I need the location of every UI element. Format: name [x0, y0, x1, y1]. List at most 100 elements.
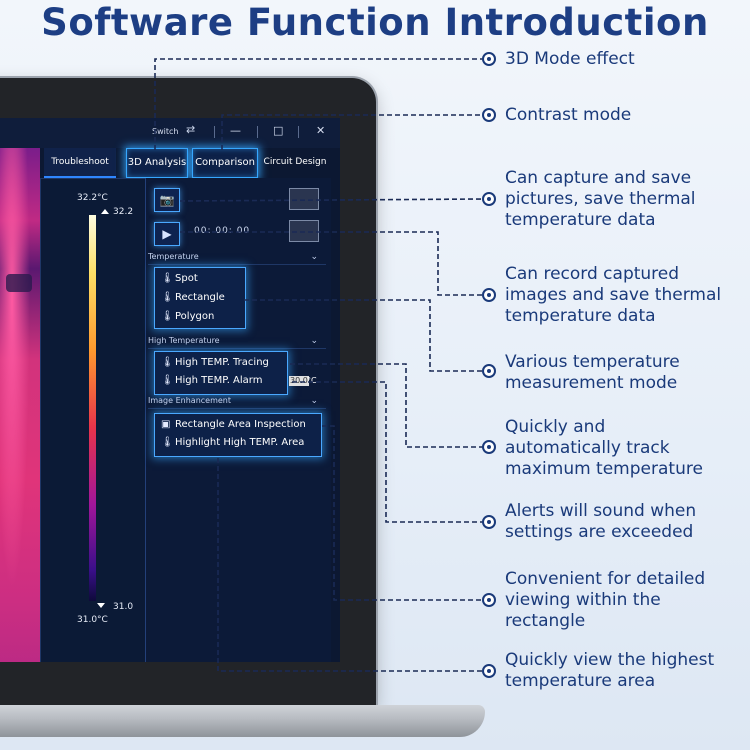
divider: [298, 126, 299, 138]
annotation-alarm: Alerts will sound when settings are exce…: [505, 501, 696, 543]
maximize-button[interactable]: □: [273, 124, 284, 137]
section-temperature-label: Temperature: [148, 252, 199, 261]
tab-circuit-design[interactable]: Circuit Design: [263, 157, 327, 167]
switch-icon[interactable]: ⇄: [186, 123, 196, 136]
option-high-temp-tracing-label: High TEMP. Tracing: [175, 357, 269, 368]
camera-capture-button[interactable]: 📷: [154, 188, 180, 212]
option-spot[interactable]: 🌡Spot: [161, 273, 198, 284]
tab-3d-analysis[interactable]: 3D Analysis: [126, 148, 188, 178]
annotation-rectangle-view: Convenient for detailed viewing within t…: [505, 569, 705, 632]
annotation-line: viewing within the: [505, 590, 661, 610]
annotation-capture: Can capture and save pictures, save ther…: [505, 168, 696, 231]
annotation-line: maximum temperature: [505, 459, 703, 479]
capture-thumbnail[interactable]: [289, 188, 319, 210]
annotation-line: Can capture and save: [505, 168, 692, 188]
annotation-line: Quickly view the highest: [505, 650, 715, 670]
record-thumbnail[interactable]: [289, 220, 319, 242]
colorbar-panel: 32.2°C 32.2 31.0 31.0°C: [40, 178, 146, 662]
annotation-dot: [482, 288, 496, 302]
option-rectangle-area-inspection-label: Rectangle Area Inspection: [175, 419, 306, 430]
thermal-object: [6, 274, 32, 292]
section-high-temperature-label: High Temperature: [148, 336, 220, 345]
section-image-enhancement[interactable]: Image Enhancement ⌄: [148, 394, 326, 409]
alarm-unit: °C: [307, 376, 317, 385]
option-rectangle[interactable]: 🌡Rectangle: [161, 292, 225, 303]
option-polygon-label: Polygon: [175, 311, 215, 322]
annotation-dot: [482, 593, 496, 607]
tab-bar: Troubleshoot 3D Analysis Comparison Circ…: [40, 148, 340, 178]
annotation-highlight: Quickly view the highest temperature are…: [505, 650, 714, 692]
laptop-base: [0, 705, 485, 737]
tab-troubleshoot[interactable]: Troubleshoot: [44, 148, 116, 178]
option-highlight-high-temp-area-label: Highlight High TEMP. Area: [175, 437, 305, 448]
colorbar-max-value: 32.2: [113, 207, 134, 217]
image-enhancement-group: ▣Rectangle Area Inspection 🌡Highlight Hi…: [154, 413, 322, 457]
temperature-mode-group: 🌡Spot 🌡Rectangle 🌡Polygon: [154, 267, 246, 329]
colorbar-min-value: 31.0: [113, 602, 134, 612]
annotation-measurement: Various temperature measurement mode: [505, 352, 680, 394]
annotation-line: measurement mode: [505, 373, 678, 393]
section-temperature[interactable]: Temperature ⌄: [148, 250, 326, 265]
option-highlight-high-temp-area[interactable]: 🌡Highlight High TEMP. Area: [161, 437, 304, 448]
thermometer-icon: 🌡: [161, 375, 174, 386]
close-button[interactable]: ✕: [316, 124, 326, 137]
min-marker-icon: [97, 603, 105, 608]
thermometer-icon: 🌡: [161, 273, 174, 284]
colorbar-min-title: 31.0°C: [77, 615, 108, 625]
annotation-line: Convenient for detailed: [505, 569, 706, 589]
camera-icon: 📷: [159, 193, 175, 207]
switch-label[interactable]: Switch: [152, 127, 179, 136]
divider: [257, 126, 258, 138]
record-timer: 00: 00: 00: [194, 226, 251, 236]
minimize-button[interactable]: —: [230, 124, 241, 137]
section-image-enhancement-label: Image Enhancement: [148, 396, 232, 405]
chevron-down-icon[interactable]: ⌄: [310, 396, 318, 406]
annotation-line: temperature data: [505, 306, 656, 326]
annotation-dot: [482, 664, 496, 678]
video-icon: ▶: [162, 227, 172, 241]
video-record-button[interactable]: ▶: [154, 222, 180, 246]
control-panel: 📷 ▶ 00: 00: 00 Temperature ⌄ 🌡Spot 🌡Rect…: [145, 178, 331, 662]
annotation-contrast: Contrast mode: [505, 105, 631, 126]
option-high-temp-tracing[interactable]: 🌡High TEMP. Tracing: [161, 357, 269, 368]
thermometer-icon: 🌡: [161, 292, 174, 303]
annotation-record: Can record captured images and save ther…: [505, 264, 721, 327]
option-high-temp-alarm-label: High TEMP. Alarm: [175, 375, 263, 386]
annotation-line: Contrast mode: [505, 105, 632, 125]
app-screen: Switch ⇄ — □ ✕ Troubleshoot 3D Analysis …: [0, 118, 340, 662]
annotation-line: settings are exceeded: [505, 522, 694, 542]
chevron-down-icon[interactable]: ⌄: [310, 252, 318, 262]
annotation-line: rectangle: [505, 611, 586, 631]
option-rectangle-area-inspection[interactable]: ▣Rectangle Area Inspection: [161, 419, 306, 430]
annotation-dot: [482, 515, 496, 529]
annotation-line: automatically track: [505, 438, 670, 458]
tab-comparison[interactable]: Comparison: [192, 148, 258, 178]
annotation-line: pictures, save thermal: [505, 189, 696, 209]
annotation-tracking: Quickly and automatically track maximum …: [505, 417, 703, 480]
divider: [214, 126, 215, 138]
option-rectangle-label: Rectangle: [175, 292, 225, 303]
section-high-temperature[interactable]: High Temperature ⌄: [148, 334, 326, 349]
high-temperature-group: 🌡High TEMP. Tracing 🌡High TEMP. Alarm: [154, 351, 288, 395]
annotation-dot: [482, 440, 496, 454]
thermometer-icon: 🌡: [161, 437, 174, 448]
annotation-dot: [482, 52, 496, 66]
option-polygon[interactable]: 🌡Polygon: [161, 311, 214, 322]
annotation-dot: [482, 192, 496, 206]
thermometer-icon: 🌡: [161, 357, 174, 368]
option-spot-label: Spot: [175, 273, 198, 284]
alarm-threshold-input[interactable]: 30.0: [289, 376, 309, 386]
thermometer-icon: 🌡: [161, 311, 174, 322]
annotation-line: Various temperature: [505, 352, 680, 372]
page-title: Software Function Introduction: [41, 1, 709, 44]
option-high-temp-alarm[interactable]: 🌡High TEMP. Alarm: [161, 375, 262, 386]
annotation-line: 3D Mode effect: [505, 49, 635, 69]
thermal-image: [0, 148, 40, 662]
chevron-down-icon[interactable]: ⌄: [310, 336, 318, 346]
annotation-line: Can record captured: [505, 264, 680, 284]
annotation-line: temperature data: [505, 210, 656, 230]
annotation-line: temperature area: [505, 671, 656, 691]
annotation-line: Quickly and: [505, 417, 606, 437]
annotation-line: images and save thermal: [505, 285, 722, 305]
annotation-line: Alerts will sound when: [505, 501, 697, 521]
